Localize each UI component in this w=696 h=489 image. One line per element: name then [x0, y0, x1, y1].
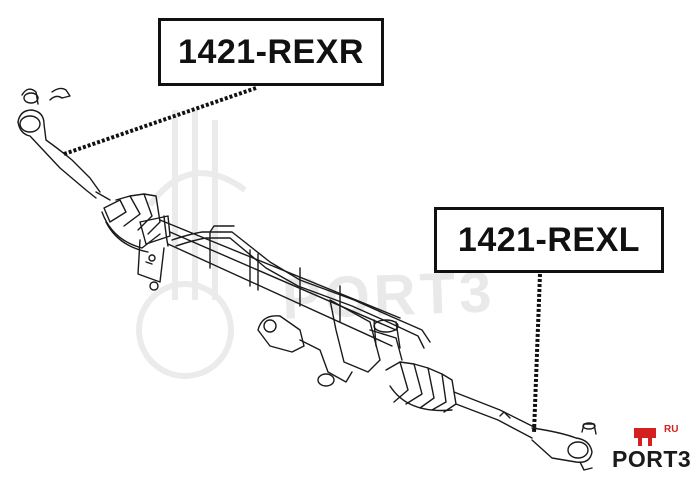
part-label-rexr: 1421-REXR: [158, 18, 384, 86]
brand-logo-ru: RU: [664, 424, 679, 435]
part-label-rexl: 1421-REXL: [434, 207, 664, 273]
brand-logo-text: PORT3: [612, 446, 692, 472]
tie-rod-end-left: [453, 391, 597, 471]
leader-line-rexl: [532, 273, 542, 433]
rack-housing: [159, 215, 401, 347]
hydraulic-lines: [171, 225, 431, 349]
boot-left: [385, 361, 457, 413]
pinion-housing: [257, 299, 403, 387]
brand-logo: [634, 428, 656, 446]
boot-right: [95, 191, 161, 253]
mounting-bracket: [137, 215, 171, 291]
leader-line-rexr: [63, 86, 257, 156]
tie-rod-end-right: [17, 87, 101, 199]
